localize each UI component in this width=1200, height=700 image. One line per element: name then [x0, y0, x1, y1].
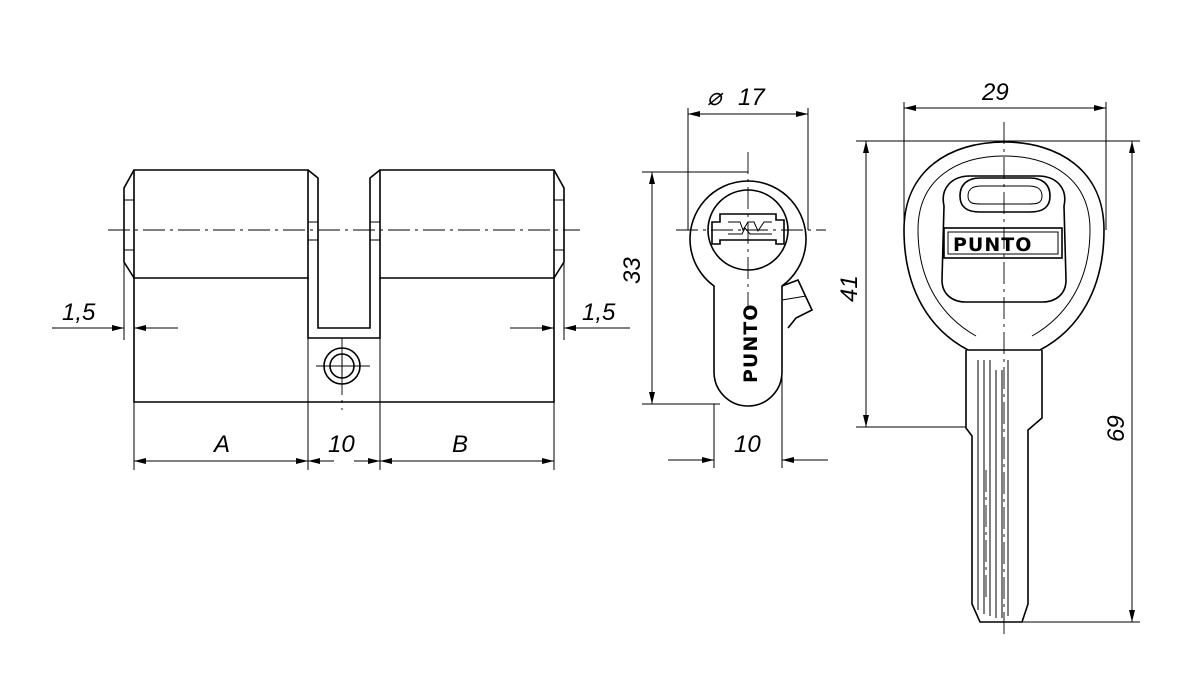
dim-overhang-left: 1,5: [62, 299, 96, 326]
dim-key-head-width: 29: [981, 79, 1009, 106]
key-blade: [965, 350, 1043, 623]
key-dimensions: 29 41 69: [836, 79, 1140, 623]
key-brand-logo: PUNTO: [953, 234, 1032, 256]
cylinder-side-view: [108, 169, 580, 410]
key-ring-hole: [959, 177, 1051, 213]
dim-key-total-length: 69: [1103, 415, 1130, 442]
dim-cam-width: 10: [734, 431, 761, 458]
profile-brand-logo: PUNTO: [740, 304, 762, 383]
key-logo-plate: [941, 175, 1067, 303]
dim-a-label: A: [212, 431, 230, 458]
right-end-cap: [553, 169, 565, 279]
dim-key-head-length: 41: [836, 275, 863, 302]
key-view: PUNTO: [903, 122, 1105, 634]
keyway: [711, 213, 785, 245]
dim-diameter-value: 17: [738, 84, 766, 111]
front-view-dimensions: A 10 B 1,5 1,5: [52, 262, 630, 470]
profile-outline: [689, 180, 807, 407]
cam-slot: [307, 169, 381, 329]
dim-center-label: 10: [328, 431, 355, 458]
dim-profile-height: 33: [619, 257, 646, 284]
cylinder-left-top: [133, 169, 309, 279]
cylinder-body-lower: [133, 278, 555, 403]
left-end-cap: [123, 169, 135, 279]
cam-profile: [781, 278, 814, 329]
cylinder-right-top: [379, 169, 555, 279]
profile-dimensions: ⌀ 17 33 10: [619, 84, 828, 468]
cylinder-profile-view: PUNTO: [676, 152, 826, 407]
key-logo-box: [943, 227, 1063, 259]
dim-b-label: B: [452, 431, 468, 458]
dim-diameter-symbol: ⌀: [707, 84, 724, 111]
dim-overhang-right: 1,5: [582, 299, 616, 326]
